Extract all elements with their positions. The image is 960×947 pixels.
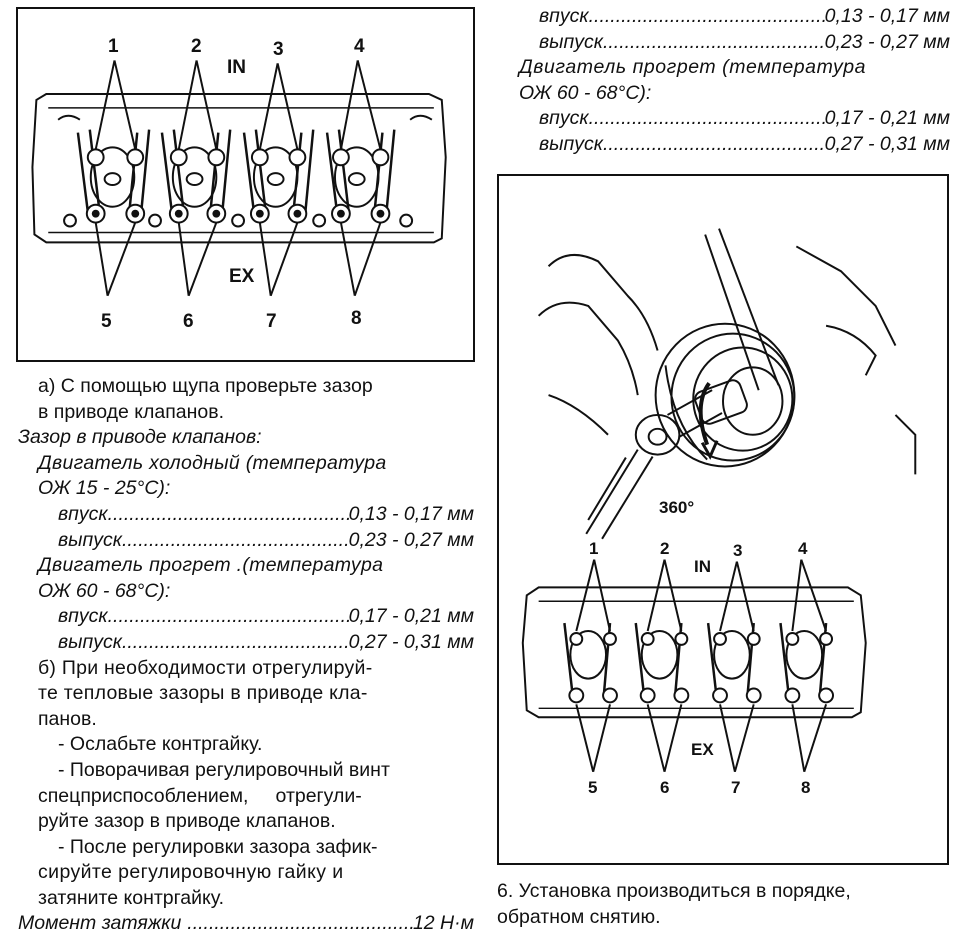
spec-value: 0,17 - 0,21 мм — [348, 605, 474, 628]
warm-engine-header: Двигатель прогрет (температура — [519, 56, 867, 79]
valve-clearance-instructions: а) С помощью щупа проверьте зазор в прив… — [18, 374, 474, 937]
bullet-fix-nut: - После регулировки зазора зафик- — [58, 835, 378, 858]
spec-label: выпуск — [58, 528, 122, 551]
spec-value: 0,13 - 0,17 мм — [824, 5, 950, 27]
valve-clearance-header: Зазор в приводе клапанов: — [18, 426, 262, 449]
spec-value: 0,13 - 0,17 мм — [348, 502, 474, 525]
torque-value: 12 Н·м — [412, 912, 474, 935]
valve-number-7: 7 — [266, 311, 277, 332]
warm-engine-header-temp: ОЖ 60 - 68°С): — [519, 81, 652, 104]
bullet-loosen-locknut: - Ослабьте контргайку. — [58, 733, 263, 756]
leader-dots — [603, 132, 825, 158]
valve-number-2: 2 — [191, 36, 202, 57]
figure-crankshaft-rotation: 360° IN EX 1 2 3 4 5 6 7 8 — [497, 174, 949, 865]
valve-number-1: 1 — [108, 36, 119, 57]
step-6-text-cont: обратном снятию. — [497, 905, 661, 928]
bullet-fix-nut-cont: сируйте регулировочную гайку и — [38, 861, 344, 884]
spec-value: 0,27 - 0,31 мм — [348, 630, 474, 653]
spec-row-exhaust-cold: выпуск 0,23 - 0,27 мм — [18, 528, 474, 554]
figure-cylinder-head-valves: IN EX 1 2 3 4 5 6 7 8 — [16, 7, 475, 362]
bullet-fix-nut-end: затяните контргайку. — [38, 886, 225, 909]
valve-number-6: 6 — [183, 311, 194, 332]
step-a-text: а) С помощью щупа проверьте зазор — [38, 375, 373, 397]
valve-number-4: 4 — [798, 539, 808, 558]
valve-number-4: 4 — [354, 36, 365, 57]
spec-label: впуск — [58, 502, 108, 525]
spec-label: впуск — [539, 107, 589, 130]
leader-dots — [122, 528, 349, 554]
intake-side-label: IN — [227, 57, 246, 78]
leader-dots — [181, 911, 413, 937]
spec-row-exhaust-cold: выпуск 0,23 - 0,27 мм — [519, 30, 950, 56]
spec-row-exhaust-warm: выпуск 0,27 - 0,31 мм — [18, 630, 474, 656]
step-b-text: б) При необходимости отрегулируй- — [38, 656, 373, 679]
spec-value: 0,17 - 0,21 мм — [824, 107, 950, 130]
spec-row-intake-warm: впуск 0,17 - 0,21 мм — [18, 604, 474, 630]
valve-number-7: 7 — [731, 778, 741, 797]
leader-dots — [122, 630, 349, 656]
warm-engine-spec-block: впуск 0,13 - 0,17 мм выпуск 0,23 - 0,27 … — [519, 4, 950, 158]
valve-number-3: 3 — [273, 39, 284, 60]
valve-number-1: 1 — [589, 539, 599, 558]
bullet-turn-screw-cont: спецприспособлением, отрегули- — [38, 784, 362, 807]
step-b-text-cont: те тепловые зазоры в приводе кла- — [38, 682, 368, 705]
intake-side-label: IN — [694, 557, 711, 576]
bullet-turn-screw: - Поворачивая регулировочный винт — [58, 758, 390, 781]
warm-engine-header-temp: ОЖ 60 - 68°С): — [38, 579, 171, 602]
spec-value: 0,23 - 0,27 мм — [824, 30, 950, 53]
spec-row-intake-cold: впуск 0,13 - 0,17 мм — [18, 502, 474, 528]
spec-label: выпуск — [58, 630, 122, 653]
valve-number-2: 2 — [660, 539, 670, 558]
spec-label: выпуск — [539, 132, 603, 155]
leader-dots — [589, 4, 825, 30]
cold-engine-header-temp: ОЖ 15 - 25°С): — [38, 477, 171, 500]
spec-value: 0,23 - 0,27 мм — [348, 528, 474, 551]
valve-number-8: 8 — [351, 308, 362, 329]
spec-label: впуск — [539, 5, 589, 27]
valve-number-3: 3 — [733, 541, 743, 560]
spec-label: выпуск — [539, 30, 603, 53]
warm-engine-header: Двигатель прогрет .(температура — [38, 554, 384, 577]
step-6-caption: 6. Установка производиться в порядке, об… — [497, 879, 952, 930]
torque-label: Момент затяжки — [18, 912, 182, 935]
rotation-angle-label: 360° — [659, 498, 695, 517]
torque-spec-row: Момент затяжки 12 Н·м — [18, 911, 474, 937]
step-b-text-end: панов. — [38, 707, 97, 730]
leader-dots — [603, 30, 825, 56]
valve-number-5: 5 — [101, 311, 112, 332]
spec-label: впуск — [58, 605, 108, 628]
bullet-turn-screw-end: руйте зазор в приводе клапанов. — [38, 810, 336, 833]
exhaust-side-label: EX — [229, 266, 255, 287]
valve-number-6: 6 — [660, 778, 670, 797]
cold-engine-header: Двигатель холодный (температура — [38, 451, 387, 474]
leader-dots — [108, 502, 349, 528]
exhaust-side-label: EX — [691, 740, 714, 759]
step-a-text-cont: в приводе клапанов. — [38, 400, 225, 423]
crankshaft-pulley-drawing — [521, 228, 917, 773]
cylinder-head-drawing — [31, 60, 447, 297]
valve-number-5: 5 — [588, 778, 598, 797]
leader-dots — [589, 106, 825, 132]
step-6-text: 6. Установка производиться в порядке, — [497, 880, 851, 902]
spec-row-exhaust-warm: выпуск 0,27 - 0,31 мм — [519, 132, 950, 158]
leader-dots — [108, 604, 349, 630]
spec-row-intake-cold: впуск 0,13 - 0,17 мм — [519, 4, 950, 30]
spec-row-intake-warm: впуск 0,17 - 0,21 мм — [519, 106, 950, 132]
valve-number-8: 8 — [801, 778, 811, 797]
spec-value: 0,27 - 0,31 мм — [824, 132, 950, 155]
